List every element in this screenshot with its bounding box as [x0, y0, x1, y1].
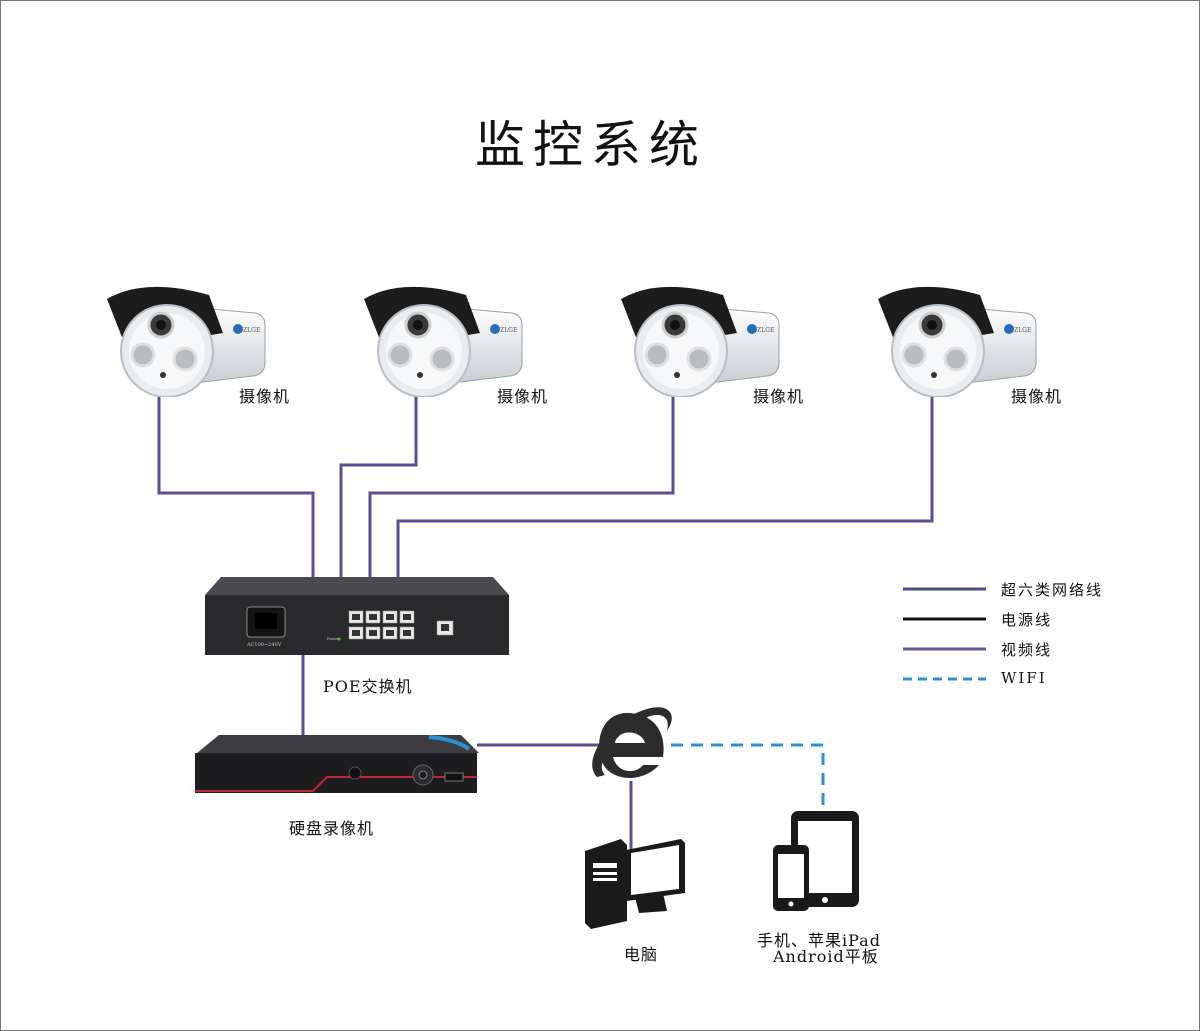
legend-lines [903, 587, 986, 681]
computer-label: 电脑 [624, 945, 659, 964]
camera-1-icon: ZLGE [107, 286, 266, 397]
legend-label-power: 电源线 [1001, 611, 1053, 629]
page-title: 监控系统 [475, 116, 707, 174]
svg-text:ZLGE: ZLGE [500, 327, 517, 334]
computer-icon [585, 839, 685, 929]
poe-switch-icon: AC100~240V Power [205, 577, 509, 655]
wifi-link [671, 743, 825, 811]
camera-3-label: 摄像机 [753, 387, 805, 406]
camera-4-wire [396, 393, 934, 579]
camera-4-label: 摄像机 [1011, 387, 1063, 406]
nvr-label: 硬盘录像机 [289, 819, 375, 838]
legend-label-video: 视频线 [1001, 641, 1053, 659]
legend-label-wifi: WIFI [1001, 669, 1047, 687]
camera-2-icon: ZLGE [364, 286, 523, 397]
camera-3-icon: ZLGE [621, 286, 780, 397]
camera-4-icon: ZLGE [878, 286, 1037, 397]
switch-power-text: AC100~240V [246, 642, 282, 648]
mobile-label-line1: 手机、苹果iPad [757, 931, 881, 950]
mobile-devices-icon [773, 811, 859, 911]
switch-power-led-text: Power [327, 636, 340, 641]
camera-3-wire [368, 393, 675, 579]
legend-label-network: 超六类网络线 [1001, 581, 1104, 599]
svg-text:ZLGE: ZLGE [243, 327, 260, 334]
svg-text:ZLGE: ZLGE [757, 327, 774, 334]
mobile-label-line2: Android平板 [773, 947, 879, 966]
camera-2-wire [339, 393, 418, 579]
poe-switch-label: POE交换机 [323, 677, 413, 696]
camera-1-label: 摄像机 [239, 387, 291, 406]
internet-icon [592, 707, 672, 778]
camera-2-label: 摄像机 [497, 387, 549, 406]
nvr-icon [195, 735, 479, 793]
camera-1-wire [157, 393, 315, 579]
svg-text:ZLGE: ZLGE [1014, 327, 1031, 334]
